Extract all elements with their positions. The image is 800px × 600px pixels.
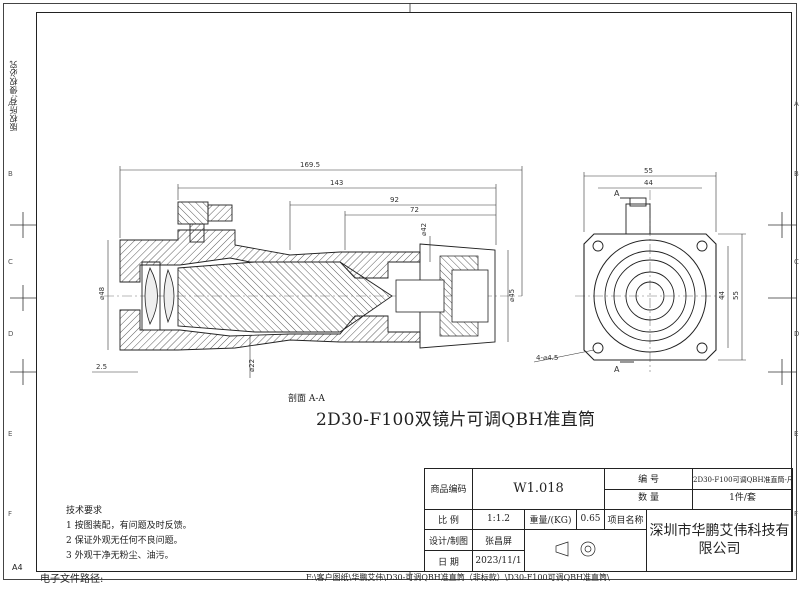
scale-value: 1:1.2	[472, 508, 525, 531]
housing-lower	[119, 309, 421, 351]
number-label: 编 号	[605, 472, 692, 490]
title-block-cell: 2D30-F100可调QBH准直筒-尺寸图 1件/套	[692, 468, 794, 510]
weight-label: 重量/(KG)	[524, 508, 577, 531]
end-flange	[583, 233, 717, 361]
date-value: 2023/11/1	[472, 550, 525, 572]
projection-cell	[523, 529, 648, 572]
section-marker-top: A	[614, 189, 620, 198]
zone-letter-left: A	[8, 100, 13, 108]
dim-end-55: 55	[644, 167, 653, 175]
sheet-size: A4	[12, 563, 23, 572]
knob-cap-top	[629, 197, 647, 207]
drawing-title: 2D30-F100双镜片可调QBH准直筒	[316, 410, 596, 430]
tech-requirement-item: 3 外观干净无粉尘、油污。	[66, 551, 174, 561]
design-label: 设计/制图	[424, 529, 473, 552]
scale-label: 比 例	[424, 508, 473, 531]
weight-value: 0.65	[575, 508, 606, 531]
dim-end-44: 44	[644, 179, 653, 187]
tech-requirement-item: 1 按图装配，有问题及时反馈。	[66, 521, 192, 531]
outer-border	[3, 3, 797, 580]
knob-cap	[207, 204, 233, 222]
zone-letter-left: E	[8, 430, 13, 438]
end-ring-2	[604, 250, 696, 342]
housing-upper	[119, 229, 421, 283]
dim-dia-42: ⌀42	[420, 223, 428, 236]
lens-2	[163, 268, 175, 324]
dim-overall-length: 169.5	[300, 161, 320, 169]
dim-dia-45: ⌀45	[508, 289, 516, 302]
title-block: 商品编码 W1.018 编 号 数 量 2D30-F100可调QBH准直筒-尺寸…	[424, 468, 794, 572]
dim-dia-22: ⌀22	[248, 359, 256, 372]
design-value: 张昌屏	[472, 529, 525, 552]
registration-marks	[10, 3, 797, 580]
section-dim-lines	[92, 166, 523, 378]
qbh-bore	[451, 269, 489, 323]
product-code-value: W1.018	[471, 468, 606, 510]
qty-label: 数 量	[638, 492, 659, 503]
inner-border	[36, 12, 792, 572]
date-label: 日 期	[424, 550, 473, 572]
tech-requirement-item: 2 保证外观无任何不良问题。	[66, 536, 183, 546]
mount-hole	[696, 240, 708, 252]
mount-hole	[592, 240, 604, 252]
inner-cone	[177, 261, 393, 333]
knob-screw	[177, 201, 209, 225]
project-label: 项目名称	[604, 508, 648, 531]
zone-letter-right: F	[794, 510, 799, 518]
mount-hole	[696, 342, 708, 354]
section-marker-bottom: A	[614, 365, 620, 374]
end-ring-outer	[593, 239, 707, 353]
product-code-label: 商品编码	[424, 468, 473, 510]
qty-value: 1件/套	[729, 492, 756, 503]
dim-end-h55: 55	[732, 291, 740, 300]
zone-letter-right: C	[794, 258, 799, 266]
dim-dia-48: ⌀48	[98, 287, 106, 300]
qbh-connector	[419, 243, 496, 349]
end-dim-lines	[533, 172, 746, 363]
dim-2-5: 2.5	[96, 363, 107, 371]
number-value: 2D30-F100可调QBH准直筒-尺寸图	[693, 472, 792, 490]
file-path-label: 电子文件路径:	[40, 574, 104, 585]
zone-letter-left: B	[8, 170, 13, 178]
zone-letter-right: A	[794, 100, 799, 108]
section-label: 剖面 A-A	[288, 394, 325, 404]
dim-92: 92	[390, 196, 399, 204]
dim-143: 143	[330, 179, 343, 187]
dim-end-h44: 44	[718, 291, 726, 300]
knob-top	[625, 203, 651, 235]
zone-letter-left: C	[8, 258, 13, 266]
lens-holder	[141, 261, 161, 331]
zone-letter-left: D	[8, 330, 14, 338]
zone-letter-right: E	[794, 430, 799, 438]
file-path-value: F:\客户图纸\华鹏艾伟\D30-可调QBH准直筒（非标款）\D30-F100可…	[306, 573, 610, 582]
zone-letter-right: B	[794, 170, 799, 178]
end-ring-4	[625, 271, 675, 321]
title-block-cell: 编 号 数 量	[604, 468, 694, 510]
zone-letter-right: D	[794, 330, 800, 338]
knob-stem	[189, 223, 205, 243]
dim-72: 72	[410, 206, 419, 214]
end-bore	[635, 281, 665, 311]
zone-letter-left: F	[8, 510, 13, 518]
end-ring-3	[613, 259, 687, 333]
section-view: 169.5 143 92 72 ⌀48 ⌀42 ⌀45 ⌀22 2.5	[92, 161, 523, 378]
mount-hole	[592, 342, 604, 354]
lens-1	[144, 267, 158, 325]
dim-holes: 4-⌀4.5	[536, 354, 558, 362]
company-name: 深圳市华鹏艾伟科技有限公司	[646, 508, 794, 572]
fiber-tube	[395, 279, 445, 313]
end-view: 55 44 44 55 4-⌀4.5 A A	[533, 167, 746, 374]
tech-requirements-heading: 技术要求	[66, 506, 103, 516]
